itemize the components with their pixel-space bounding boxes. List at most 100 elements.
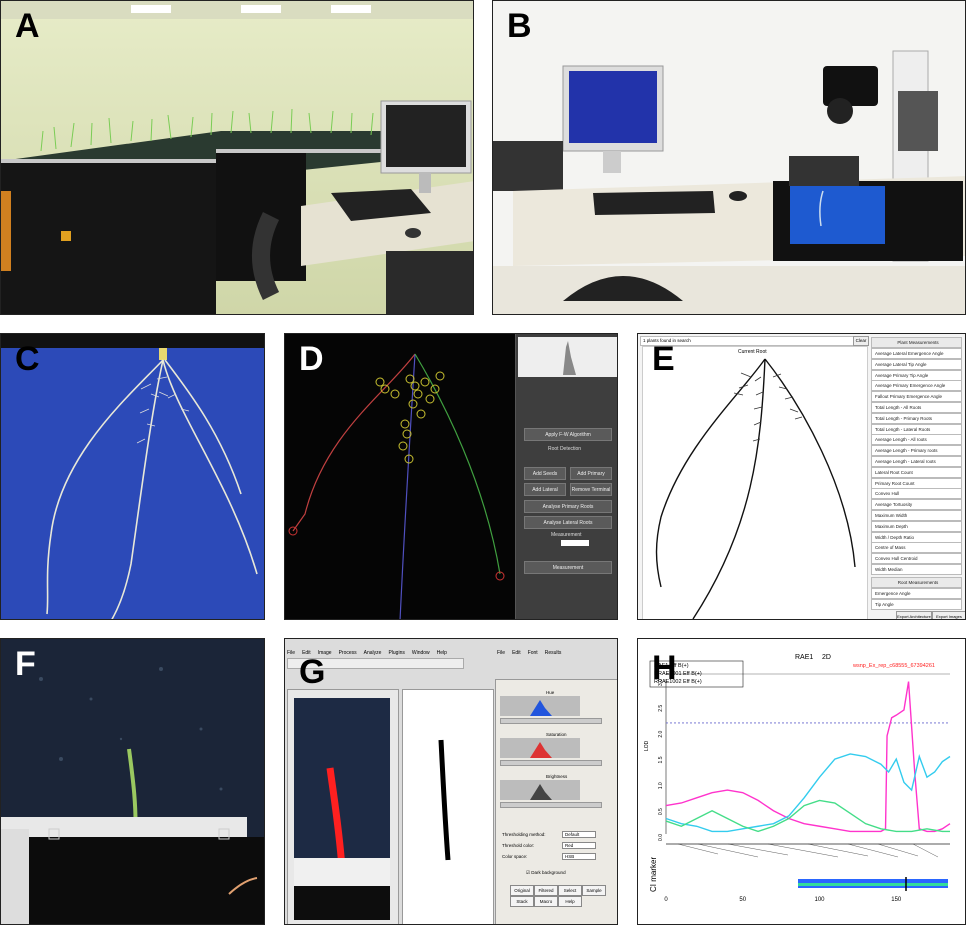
y-tick-label: 3.0	[658, 679, 664, 686]
threshold-option-row: Thresholding method:Default	[502, 831, 612, 838]
histogram-brightness	[500, 780, 580, 800]
measurement-button[interactable]: Measurement	[524, 561, 612, 574]
imaging-station-scene	[493, 1, 965, 314]
add-lateral-button[interactable]: Add Lateral	[524, 483, 566, 496]
dialog-button-select[interactable]: Select	[558, 885, 582, 896]
x-tick-label: 0	[664, 897, 668, 903]
histogram-slider-hue[interactable]	[500, 718, 602, 724]
threshold-option-select[interactable]: Default	[562, 831, 596, 838]
series-line-2	[665, 799, 950, 833]
plant-measurement-item[interactable]: Maximum Width	[871, 510, 962, 521]
panel-g-imagej-thresholding: File Edit Image Process Analyze Plugins Window…	[284, 638, 618, 925]
menu-window[interactable]: Window	[411, 650, 430, 656]
g-imagej-menubar: File Edit Image Process Analyze Plugins Window…	[287, 649, 492, 657]
menu-file[interactable]: File	[287, 650, 296, 656]
plant-measurement-item[interactable]: Average Primary Tip Angle	[871, 369, 962, 381]
dark-background-label: Dark background	[531, 870, 566, 875]
plant-measurement-item[interactable]: Maximum Depth	[871, 520, 962, 532]
analyse-lateral-roots-button[interactable]: Analyse Lateral Roots	[524, 516, 612, 529]
plant-measurement-item[interactable]: Width / Depth Ratio	[871, 531, 962, 543]
dialog-button-filtered[interactable]: Filtered	[534, 885, 558, 896]
menu-help[interactable]: Help	[436, 650, 447, 656]
series-line-1	[665, 753, 951, 833]
threshold-option-label: Color space:	[502, 854, 528, 859]
panel-h-qtl-chart: RAE1 2D wsnp_Ex_rep_c68555_67394261 LOD …	[637, 638, 966, 925]
dark-background-checkbox[interactable]: ☑ Dark background	[526, 870, 566, 875]
plant-measurement-item[interactable]: Centre of Mass	[871, 542, 962, 554]
plant-measurement-item[interactable]: Primary Root Count	[871, 477, 962, 489]
y-tick-label: 2.0	[658, 730, 664, 737]
menu-process[interactable]: Process	[338, 650, 357, 656]
e-tree-view: Current Root	[642, 346, 868, 619]
plant-measurement-item[interactable]: Average Length - Primary roots	[871, 445, 962, 457]
plant-measurement-item[interactable]: Total Length - Lateral Roots	[871, 423, 962, 435]
results-menu-edit[interactable]: Edit	[512, 650, 521, 656]
root-measurement-tip-angle[interactable]: Tip Angle	[871, 599, 962, 610]
panel-label-h: H	[652, 649, 677, 687]
chart-title-left: RAE1	[795, 654, 813, 661]
panel-f-shoot-photo: F	[0, 638, 265, 925]
panel-d-root-tracing-software: Root Detection Apply F-W Algorithm Add S…	[284, 333, 618, 620]
scanned-root-image	[1, 334, 264, 619]
g-binary-mask	[438, 739, 451, 861]
panel-e-measurement-software: 1 plants found in search Clear Current R…	[637, 333, 966, 620]
legend-entry-rae1: RAE1 Eff B(+)	[654, 663, 689, 669]
analyse-primary-roots-button[interactable]: Analyse Primary Roots	[524, 500, 612, 513]
remove-terminal-button[interactable]: Remove Terminal	[570, 483, 612, 496]
plant-measurement-item[interactable]: Average Length - Lateral roots	[871, 456, 962, 467]
g-original-image	[294, 698, 390, 920]
export-architecture-button[interactable]: Export Architecture	[896, 611, 932, 619]
threshold-option-select[interactable]: HSB	[562, 853, 596, 860]
e-tree-title: Current Root	[738, 349, 767, 355]
dialog-button-original[interactable]: Original	[510, 885, 534, 896]
d-histogram	[518, 337, 617, 377]
histogram-label-saturation: Saturation	[546, 732, 567, 737]
plant-measurement-item[interactable]: Average Lateral Emergence Angle	[871, 348, 962, 359]
plant-measurement-item[interactable]: Convex Hull	[871, 488, 962, 500]
dialog-button-stack[interactable]: Stack	[510, 896, 534, 907]
panel-c-root-scan: C	[0, 333, 265, 620]
image-resolution-field[interactable]	[561, 540, 589, 546]
threshold-option-select[interactable]: Red	[562, 842, 596, 849]
add-seeds-button[interactable]: Add Seeds	[524, 467, 566, 480]
histogram-hue	[500, 696, 580, 716]
plant-measurement-item[interactable]: Average Lateral Tip Angle	[871, 358, 962, 370]
panel-label-e: E	[652, 340, 675, 378]
plant-measurement-item[interactable]: Average Tortuosity	[871, 499, 962, 511]
menu-image[interactable]: Image	[317, 650, 332, 656]
y-tick-label: 2.5	[658, 705, 664, 712]
y-tick-label: 0.0	[658, 834, 664, 841]
histogram-slider-brightness[interactable]	[500, 802, 602, 808]
results-menu-results[interactable]: Results	[544, 650, 562, 656]
histogram-slider-saturation[interactable]	[500, 760, 602, 766]
dialog-button-help[interactable]: Help	[558, 896, 582, 907]
marker-axis-label: CI marker	[649, 857, 658, 892]
plant-measurement-item[interactable]: Average Primary Emergence Angle	[871, 380, 962, 392]
export-images-button[interactable]: Export Images	[932, 611, 965, 619]
plant-measurement-item[interactable]: Width Median	[871, 564, 962, 575]
menu-plugins[interactable]: Plugins	[388, 650, 405, 656]
dialog-button-sample[interactable]: Sample	[582, 885, 606, 896]
histogram-label-hue: Hue	[546, 690, 555, 695]
d-side-panel: Root Detection Apply F-W Algorithm Add S…	[515, 334, 617, 619]
e-clear-button[interactable]: Clear	[853, 336, 869, 346]
plant-measurement-item[interactable]: Lateral Root Count	[871, 466, 962, 478]
menu-edit[interactable]: Edit	[302, 650, 311, 656]
add-primary-button[interactable]: Add Primary	[570, 467, 612, 480]
plant-measurement-item[interactable]: Total Length - All Roots	[871, 402, 962, 413]
apply-fw-algorithm-button[interactable]: Apply F-W Algorithm	[524, 428, 612, 441]
menu-analyze[interactable]: Analyze	[363, 650, 382, 656]
plant-measurement-item[interactable]: Fallout Primary Emergence Angle	[871, 391, 962, 403]
plant-measurement-item[interactable]: Convex Hull Centroid	[871, 553, 962, 565]
results-menu-file[interactable]: File	[497, 650, 506, 656]
marker-annotation: wsnp_Ex_rep_c68555_67394261	[852, 663, 935, 669]
y-axis-label: LOD	[644, 740, 650, 751]
plant-measurement-item[interactable]: Average Length - All roots	[871, 434, 962, 446]
results-menu-font[interactable]: Font	[527, 650, 538, 656]
root-measurement-emergence-angle[interactable]: Emergence Angle	[871, 588, 962, 599]
e-root-architecture-drawing	[655, 358, 856, 619]
marker-map	[666, 843, 950, 891]
legend-entry-rrae1002: RRAE1002 Eff B(+)	[654, 679, 702, 685]
plant-measurement-item[interactable]: Total Length - Primary Roots	[871, 412, 962, 424]
dialog-button-macro[interactable]: Macro	[534, 896, 558, 907]
